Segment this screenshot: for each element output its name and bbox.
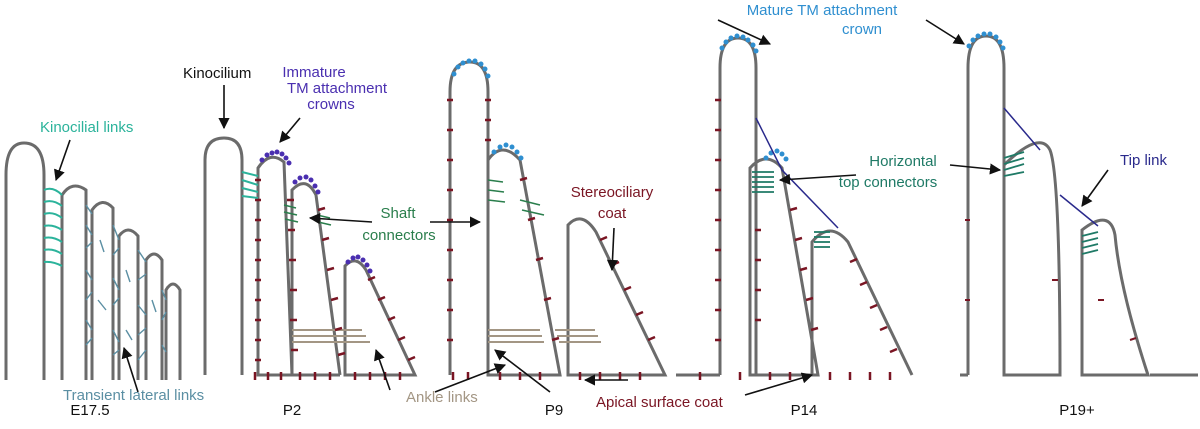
label-stereociliary-coat-1: Stereociliary bbox=[571, 184, 654, 201]
p9-kinocilium bbox=[448, 60, 490, 375]
label-shaft-connectors-2: connectors bbox=[362, 227, 435, 244]
mature-crown-p14 bbox=[719, 33, 789, 162]
kinocilial-links-p2 bbox=[241, 171, 259, 199]
label-kinocilium: Kinocilium bbox=[183, 65, 251, 82]
p2-stereocilium-2 bbox=[290, 182, 342, 376]
p2-stereocilium-3 bbox=[343, 259, 418, 377]
tip-link-p19 bbox=[1003, 107, 1099, 227]
label-horizontal-top-connectors-2: top connectors bbox=[839, 174, 937, 191]
stage-e17-5-bundle bbox=[4, 141, 182, 380]
stage-label-p2: P2 bbox=[283, 402, 301, 419]
ankle-links-p9 bbox=[488, 329, 601, 343]
p19-kinocilium bbox=[966, 34, 1006, 375]
ankle-links-p2 bbox=[292, 329, 370, 343]
stage-label-p14: P14 bbox=[791, 402, 818, 419]
mature-crown-p19 bbox=[966, 31, 1006, 51]
immature-crowns-p2 bbox=[259, 149, 373, 274]
label-ankle-links: Ankle links bbox=[406, 389, 478, 406]
e17-stereocilium-3 bbox=[117, 228, 140, 380]
stage-p19-bundle bbox=[960, 34, 1198, 377]
stage-p2-bundle bbox=[203, 136, 418, 377]
shaft-connectors-p9 bbox=[487, 179, 545, 216]
label-immature-crowns-1: Immature bbox=[282, 64, 345, 81]
label-transient-lateral-links: Transient lateral links bbox=[63, 387, 204, 404]
label-kinocilial-links: Kinocilial links bbox=[40, 119, 133, 136]
e17-stereocilium-1 bbox=[60, 184, 88, 380]
p2-stereocilium-1 bbox=[256, 155, 294, 377]
pointer-arrows bbox=[54, 19, 1109, 396]
transient-lateral-links-e17 bbox=[85, 204, 167, 361]
label-immature-crowns-2: TM attachment bbox=[287, 80, 388, 97]
stage-label-e17-5: E17.5 bbox=[70, 402, 109, 419]
label-shaft-connectors-1: Shaft bbox=[380, 205, 416, 222]
e17-stereocilium-2 bbox=[90, 201, 115, 380]
mature-crown-p9 bbox=[451, 58, 524, 161]
label-immature-crowns-3: crowns bbox=[307, 96, 355, 113]
stage-label-p9: P9 bbox=[545, 402, 563, 419]
p14-stereocilium-2 bbox=[810, 229, 914, 376]
label-horizontal-top-connectors-1: Horizontal bbox=[869, 153, 937, 170]
label-mature-crown-2: crown bbox=[842, 21, 882, 38]
label-mature-crown-1: Mature TM attachment bbox=[747, 2, 898, 19]
stage-label-p19: P19+ bbox=[1059, 402, 1095, 419]
stage-p14-bundle bbox=[676, 36, 914, 377]
p9-stereocilium-2 bbox=[566, 217, 668, 377]
label-stereociliary-coat-2: coat bbox=[598, 205, 627, 222]
stereociliary-coat-p14 bbox=[698, 98, 898, 380]
p2-kinocilium bbox=[203, 136, 244, 375]
label-apical-surface-coat: Apical surface coat bbox=[596, 394, 724, 411]
tip-link-p14 bbox=[755, 117, 839, 229]
stereociliary-coat-p9 bbox=[447, 98, 656, 380]
p19-stereocilium-2 bbox=[1080, 218, 1151, 377]
kinocilial-links-e17 bbox=[43, 187, 63, 267]
e17-kinocilium bbox=[4, 141, 46, 380]
stage-p9-bundle bbox=[448, 60, 668, 377]
label-tip-link: Tip link bbox=[1120, 152, 1167, 169]
p19-stereocilium-1 bbox=[1002, 141, 1062, 377]
horizontal-top-connectors-p14 bbox=[752, 171, 830, 248]
stereociliary-coat-p19 bbox=[965, 219, 1137, 341]
e17-stereocilium-4 bbox=[144, 252, 164, 380]
horizontal-top-connectors-p19 bbox=[1003, 151, 1099, 255]
e17-stereocilium-5 bbox=[164, 282, 182, 380]
